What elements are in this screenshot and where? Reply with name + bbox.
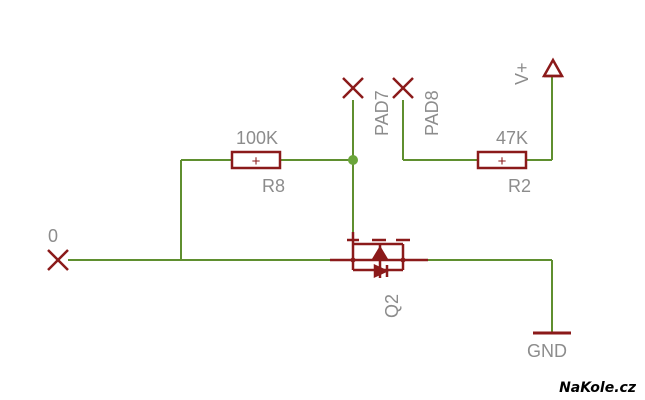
junction-dot <box>348 155 358 165</box>
resistor-r2: + <box>476 150 528 170</box>
pad7-x-icon <box>342 77 364 99</box>
watermark: NaKole.cz <box>559 380 637 396</box>
gnd-label: GND <box>527 341 567 361</box>
r8-name-label: R8 <box>262 176 285 196</box>
vplus-label: V+ <box>512 62 532 85</box>
input-label: 0 <box>48 226 58 246</box>
pad8-x-icon <box>392 77 414 99</box>
pad8-label: PAD8 <box>422 90 442 136</box>
pad7-label: PAD7 <box>372 90 392 136</box>
r2-name-label: R2 <box>508 176 531 196</box>
r2-value-label: 47K <box>496 128 528 148</box>
wires <box>68 76 553 333</box>
r8-value-label: 100K <box>236 128 278 148</box>
input-x-icon <box>47 249 69 271</box>
resistor-r8: + <box>230 150 282 170</box>
resistor-r8-mark: + <box>252 153 261 170</box>
mosfet-q2 <box>330 232 428 278</box>
vplus-supply-icon <box>541 57 565 78</box>
resistor-r2-mark: + <box>498 153 507 170</box>
q2-label: Q2 <box>382 294 402 318</box>
